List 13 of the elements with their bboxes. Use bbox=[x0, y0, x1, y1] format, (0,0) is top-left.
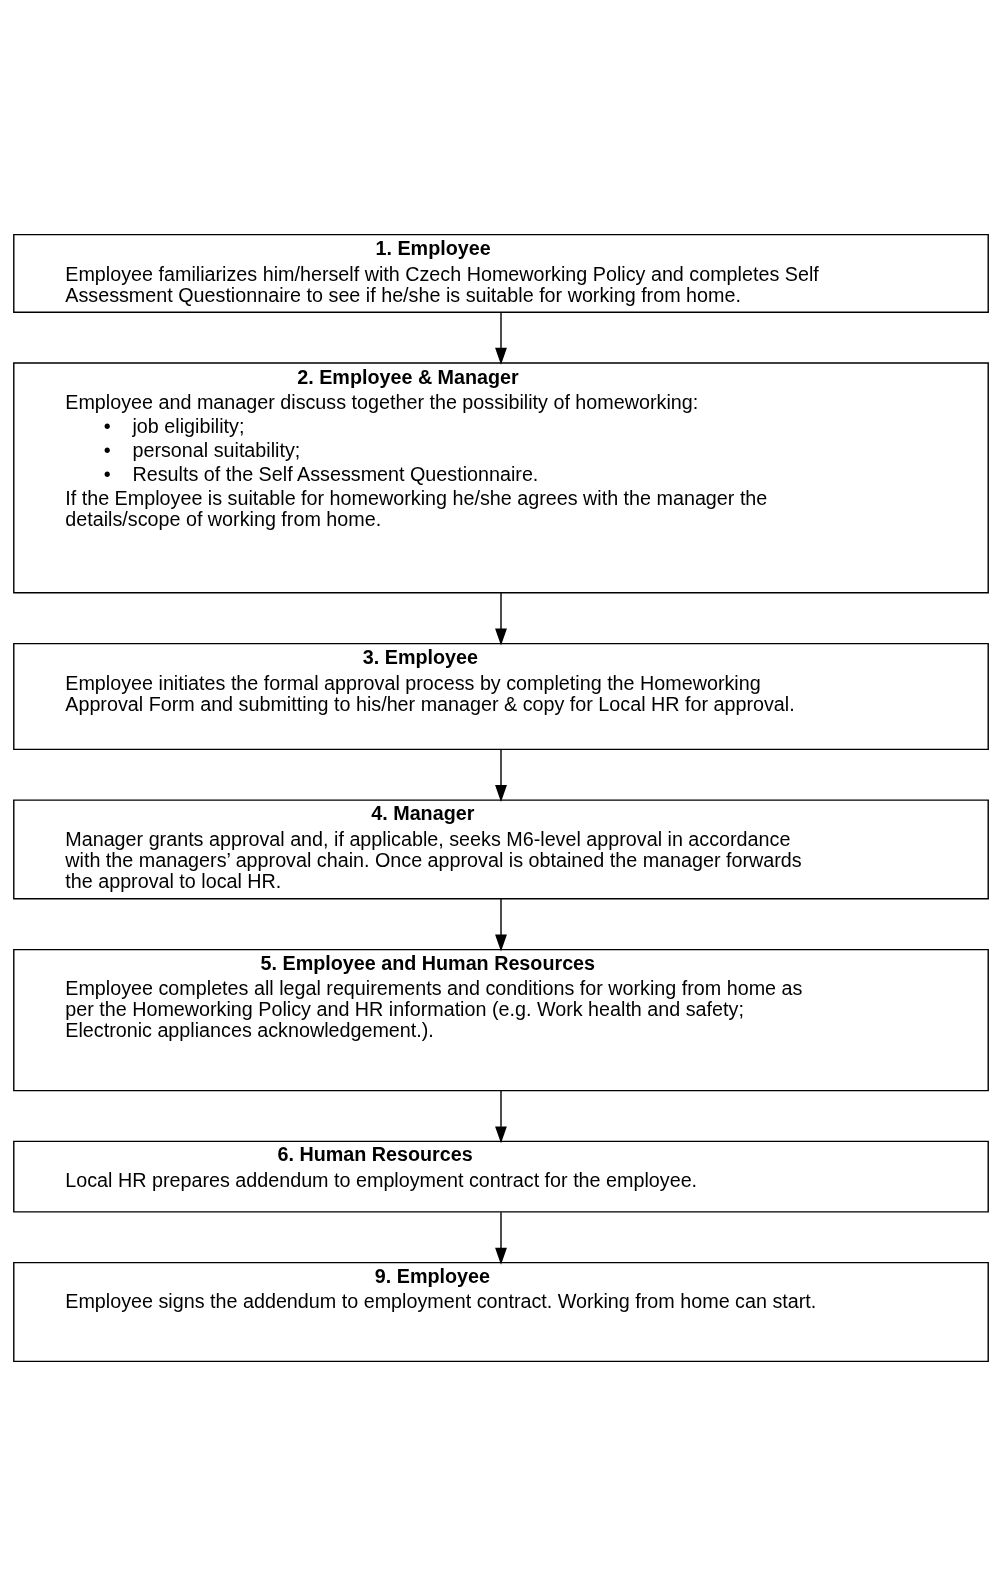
node-box: 9. Employee Employee signs the addendum to employment contract. Working from home can start. bbox=[13, 1261, 989, 1362]
arrow bbox=[495, 1089, 507, 1143]
arrow bbox=[495, 1210, 507, 1265]
node-box: 6. Human Resources Local HR prepares addendum to employment contract for the employee. bbox=[13, 1140, 989, 1213]
node-box: 3. Employee Employee initiates the formal approval process by completing the Homeworking Approval Form and submitting to his/her manager & copy for Local HR for approval. bbox=[13, 642, 989, 750]
arrow bbox=[495, 748, 507, 802]
node-box: 2. Employee & Manager Employee and manager discuss together the possibility of homeworking: • job eligibility; • personal suitability; • Results of the Self Assessment Questionnaire. If the Employee is suitable for homeworking he/she agrees with the manager the details/scope of working from home. bbox=[13, 361, 989, 594]
node-box: 4. Manager Manager grants approval and, if applicable, seeks M6-level approval in accordance with the managers’ approval chain. Once approval is obtained the manager forwards the approval to local HR. bbox=[13, 798, 989, 900]
arrow bbox=[495, 311, 507, 365]
node-box: 1. Employee Employee familiarizes him/herself with Czech Homeworking Policy and completes Self Assessment Questionnaire to see if he/she is suitable for working from home. bbox=[13, 233, 989, 313]
arrow bbox=[495, 897, 507, 951]
arrow bbox=[495, 591, 507, 645]
node-box: 5. Employee and Human Resources Employee completes all legal requirements and conditions for working from home as per the Homeworking Policy and HR information (e.g. Work health and safety; Electronic appliances acknowledgement.). bbox=[13, 948, 989, 1091]
